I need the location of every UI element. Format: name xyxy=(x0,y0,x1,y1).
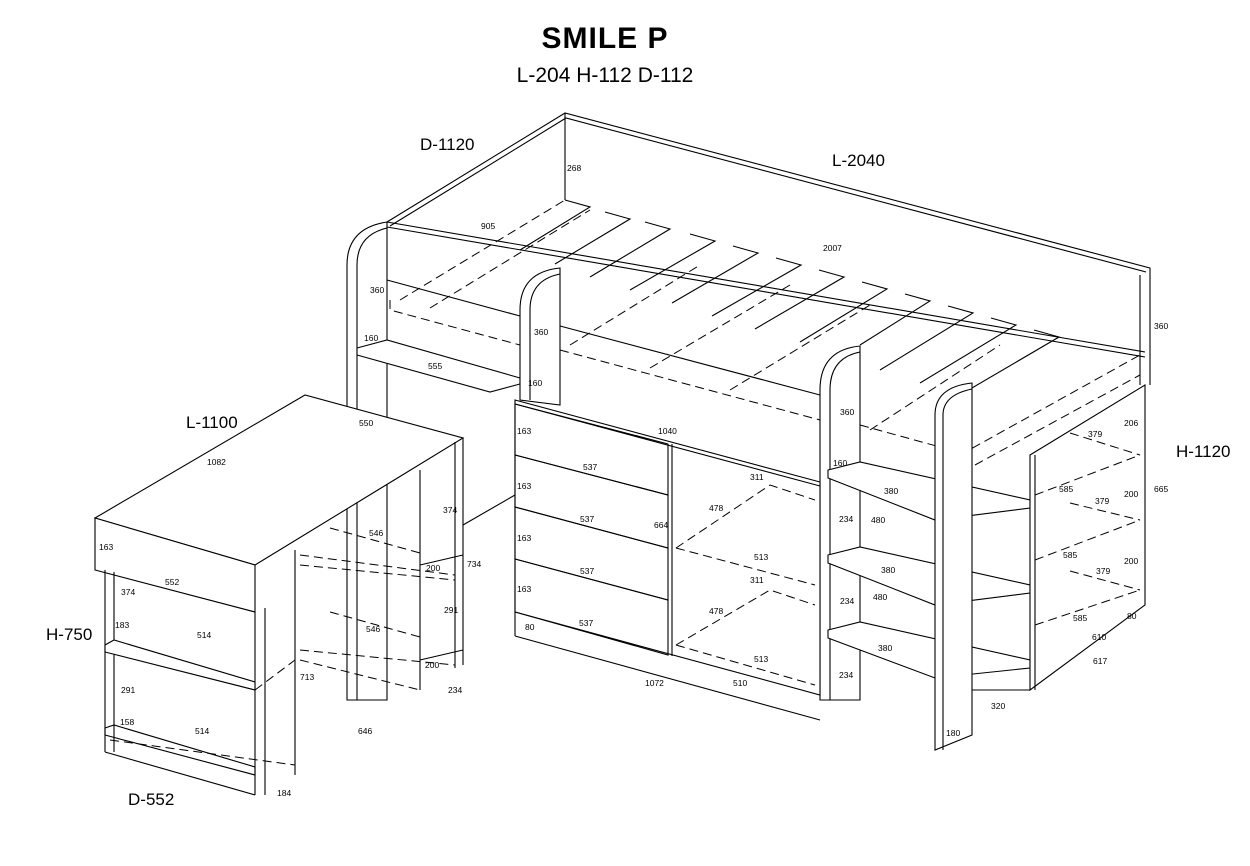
dimension-label: 480 xyxy=(873,592,887,602)
desk xyxy=(93,394,516,796)
dimension-label: 513 xyxy=(754,552,768,562)
dimension-label: 585 xyxy=(1059,484,1073,494)
dimension-label: 546 xyxy=(369,528,383,538)
dimension-label: 360 xyxy=(1154,321,1168,331)
dimension-label: 665 xyxy=(1154,484,1168,494)
dimension-label: 905 xyxy=(481,221,495,231)
dimension-label: 360 xyxy=(370,285,384,295)
dimension-label: 480 xyxy=(871,515,885,525)
dimension-label: 80 xyxy=(525,622,535,632)
dimension-label: 320 xyxy=(991,701,1005,711)
dimension-label: 2007 xyxy=(823,243,842,253)
dimension-label: 513 xyxy=(754,654,768,664)
product-overall-dimensions: L-204 H-112 D-112 xyxy=(516,64,694,87)
dimension-label: 360 xyxy=(534,327,548,337)
dimension-label: 646 xyxy=(358,726,372,736)
dim-bed-height: H-1120 xyxy=(1176,442,1231,461)
dimension-label: 379 xyxy=(1096,566,1110,576)
dimension-label: 80 xyxy=(1127,611,1137,621)
dimension-label: 291 xyxy=(121,685,135,695)
dimension-label: 163 xyxy=(517,533,531,543)
dimension-label: 234 xyxy=(448,685,462,695)
dimension-label: 200 xyxy=(1124,556,1138,566)
dimension-label: 160 xyxy=(833,458,847,468)
dimension-label: 550 xyxy=(359,418,373,428)
dimension-label: 585 xyxy=(1063,550,1077,560)
dimension-label: 158 xyxy=(120,717,134,727)
dimension-label: 360 xyxy=(840,407,854,417)
dimension-label: 163 xyxy=(99,542,113,552)
product-title: SMILE P xyxy=(541,22,669,55)
dimension-label: 552 xyxy=(165,577,179,587)
dimension-label: 478 xyxy=(709,606,723,616)
dimension-label: 311 xyxy=(750,575,764,585)
dimension-label: 234 xyxy=(839,514,853,524)
dimension-label: 163 xyxy=(517,584,531,594)
dimension-label: 537 xyxy=(580,566,594,576)
dim-desk-length: L-1100 xyxy=(186,413,238,432)
dimension-label: 183 xyxy=(115,620,129,630)
dimension-label: 380 xyxy=(881,565,895,575)
dimension-label: 380 xyxy=(884,486,898,496)
dimension-label: 514 xyxy=(197,630,211,640)
dimension-label: 234 xyxy=(839,670,853,680)
dimension-label: 1082 xyxy=(207,457,226,467)
dimension-label: 610 xyxy=(1092,632,1106,642)
dimension-label: 537 xyxy=(583,462,597,472)
main-dimension-labels: D-1120 L-2040 L-1100 H-1120 H-750 D-552 xyxy=(46,135,1231,809)
dimension-label: 546 xyxy=(366,624,380,634)
dim-desk-height: H-750 xyxy=(46,625,92,644)
dim-desk-depth-bed: D-1120 xyxy=(420,135,475,154)
dimension-label: 379 xyxy=(1095,496,1109,506)
dimension-label: 163 xyxy=(517,426,531,436)
dimension-label: 379 xyxy=(1088,429,1102,439)
dimension-label: 537 xyxy=(580,514,594,524)
dimension-label: 200 xyxy=(425,660,439,670)
dimension-label: 1040 xyxy=(658,426,677,436)
dimension-label: 585 xyxy=(1073,613,1087,623)
dimension-label: 268 xyxy=(567,163,581,173)
dimension-label: 160 xyxy=(364,333,378,343)
dimension-label: 734 xyxy=(467,559,481,569)
dim-bed-length: L-2040 xyxy=(832,151,885,170)
dimension-label: 160 xyxy=(528,378,542,388)
dimension-label: 537 xyxy=(579,618,593,628)
dimension-label: 478 xyxy=(709,503,723,513)
dimension-label: 200 xyxy=(426,563,440,573)
dimension-label: 713 xyxy=(300,672,314,682)
dimension-label: 1072 xyxy=(645,678,664,688)
dimension-label: 184 xyxy=(277,788,291,798)
dimension-label: 510 xyxy=(733,678,747,688)
dimension-label: 200 xyxy=(1124,489,1138,499)
dim-desk-depth: D-552 xyxy=(128,790,174,809)
dimension-label: 180 xyxy=(946,728,960,738)
dimension-label: 514 xyxy=(195,726,209,736)
dimension-label: 374 xyxy=(443,505,457,515)
dimension-label: 291 xyxy=(444,605,458,615)
detail-dimension-labels: 268 905 2007 360 360 160 555 360 160 360 163 1040 20… xyxy=(99,163,1168,798)
drawer-unit xyxy=(514,399,821,721)
dimension-label: 617 xyxy=(1093,656,1107,666)
dimension-label: 163 xyxy=(517,481,531,491)
dimension-label: 555 xyxy=(428,361,442,371)
dimension-label: 234 xyxy=(840,596,854,606)
dimension-label: 380 xyxy=(878,643,892,653)
bed-slats xyxy=(519,199,1061,396)
dimension-label: 374 xyxy=(121,587,135,597)
dimension-label: 206 xyxy=(1124,418,1138,428)
dimension-label: 664 xyxy=(654,520,668,530)
bed-frame xyxy=(346,112,1151,751)
dimension-label: 311 xyxy=(750,472,764,482)
